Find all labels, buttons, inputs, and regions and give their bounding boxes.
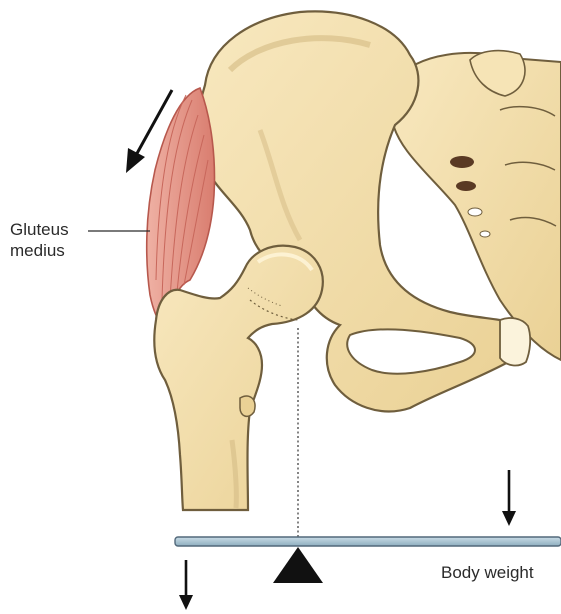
lever-beam [175, 537, 561, 546]
sacral-foramen [468, 208, 482, 216]
sacral-foramen [456, 181, 476, 191]
down-arrow-icon [502, 470, 516, 526]
down-arrow-icon [179, 560, 193, 610]
gluteus-medius-label: Gluteus medius [10, 219, 69, 261]
triangle-fulcrum-icon [273, 547, 323, 583]
gluteus-medius-label-line2: medius [10, 240, 69, 261]
sacral-foramen [480, 231, 490, 237]
sacral-foramen [450, 156, 474, 168]
gluteus-medius-label-line1: Gluteus [10, 219, 69, 240]
body-weight-label: Body weight [441, 562, 534, 583]
